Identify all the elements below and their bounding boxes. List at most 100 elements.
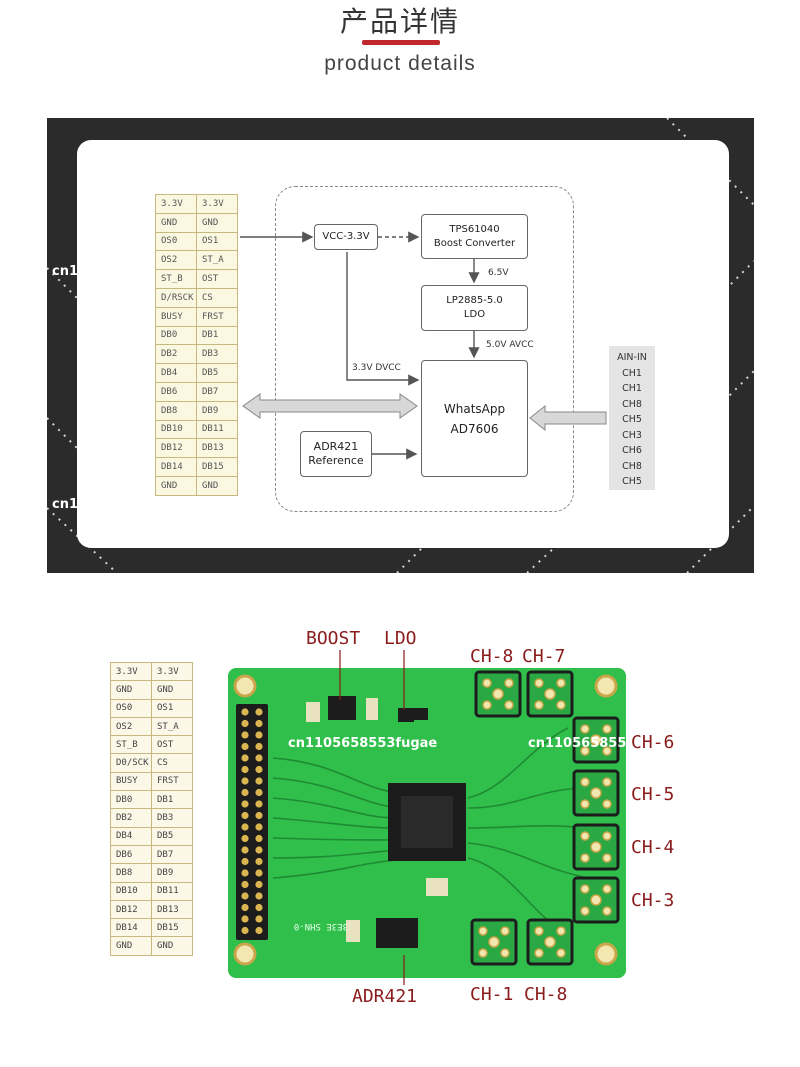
pin-label: GND [110, 936, 152, 956]
pin-label: DB15 [151, 918, 193, 938]
callout-ch5: CH-5 [631, 784, 675, 805]
pin-label: DB7 [196, 381, 238, 402]
ain-header: AIN-IN [617, 352, 647, 363]
callout-ch6: CH-6 [631, 732, 675, 753]
callout-ch3: CH-3 [631, 890, 675, 911]
pcb-board: 3E3E SHN-0 [228, 668, 626, 978]
header-pin [241, 800, 249, 808]
header-pin [241, 731, 249, 739]
watermark-text: cn1105658553fugae [288, 736, 438, 751]
watermark-text: cn1 [52, 497, 79, 512]
header-pin [241, 754, 249, 762]
header-pin [255, 777, 263, 785]
channel-connector [470, 918, 518, 966]
channel-connector [572, 769, 620, 817]
pin-label: DB4 [110, 826, 152, 846]
header-pin [255, 926, 263, 935]
pin-label: DB1 [151, 790, 193, 810]
ain-channel: CH1 [622, 367, 642, 379]
header-pin [241, 915, 249, 923]
header-pin [255, 754, 263, 762]
pin-label: DB10 [110, 881, 152, 901]
header-pin [241, 708, 249, 716]
pin-label: GND [196, 475, 238, 496]
header-pin [255, 811, 263, 820]
ain-channel: CH5 [622, 414, 642, 425]
pin-label: DB12 [110, 899, 152, 920]
pin-label: OS1 [196, 231, 238, 252]
header-pin [241, 719, 249, 728]
ain-channel: CH8 [622, 398, 642, 410]
pin-label: ST_B [110, 735, 152, 755]
pin-label: DB6 [110, 844, 152, 865]
pin-label: DB7 [151, 844, 193, 865]
header-pin [255, 903, 263, 912]
header-pin [255, 742, 263, 751]
channel-connector [526, 670, 574, 718]
header-pin [241, 788, 249, 797]
ain-channel: CH8 [622, 460, 642, 472]
module-boundary [275, 186, 574, 512]
header-pin [241, 880, 249, 889]
header-pin [255, 857, 263, 866]
header-pin [255, 834, 263, 843]
dvcc-label: 3.3V DVCC [352, 363, 401, 373]
ain-channel: CH5 [622, 476, 642, 487]
page-title-chinese: 产品详情 [339, 5, 460, 38]
pcb-artwork: 3E3E SHN-0 [233, 670, 620, 966]
header-pin [241, 834, 249, 843]
ain-channel: CH6 [622, 445, 642, 456]
ref-label-line1: ADR421 [313, 440, 359, 453]
header-pin [255, 708, 263, 716]
pin-label: BUSY [110, 771, 152, 792]
callout-ch8-bottom: CH-8 [524, 984, 568, 1005]
tps-label-line1: TPS61040 [449, 223, 500, 235]
watermark-text: cn1105658553 [528, 736, 636, 751]
analog-input-list: AIN-IN CH1 CH1 CH8 CH5 CH3 CH6 CH8 CH5 [609, 346, 655, 490]
ref-label-line2: Reference [308, 454, 364, 467]
ldo-label-line1: LP2885-5.0 [446, 295, 503, 306]
avcc-label: 5.0V AVCC [486, 340, 534, 350]
pin-label: GND [110, 680, 152, 700]
callout-adr421: ADR421 [352, 986, 418, 1007]
header-pin [241, 811, 249, 820]
header-pin [255, 731, 263, 739]
pin-label: D0/SCK [110, 753, 152, 773]
pin-label: DB3 [151, 808, 193, 828]
pin-label: GND [151, 680, 193, 700]
header-pin [241, 742, 249, 751]
vcc-label: VCC-3.3V [322, 231, 370, 242]
pin-label: 3.3V [110, 661, 152, 682]
callout-ldo: LDO [384, 628, 417, 649]
title-accent-bar [362, 40, 440, 45]
callout-boost: BOOST [306, 628, 361, 649]
header-pin [241, 823, 249, 831]
header-pin [255, 719, 263, 728]
callout-ch1: CH-1 [470, 984, 514, 1005]
header-pin [255, 800, 263, 808]
channel-connector [474, 670, 522, 718]
channel-connector [526, 918, 574, 966]
boost-converter-block: TPS61040 Boost Converter [421, 214, 528, 259]
pin-label: ST_A [151, 716, 193, 737]
header-pin [255, 823, 263, 831]
adc-label-line2: AD7606 [450, 421, 499, 436]
header-pin [241, 777, 249, 785]
header-pin [241, 869, 249, 877]
header-pin [255, 880, 263, 889]
header-pin [255, 892, 263, 900]
silk-text: 3E3E SHN-0 [294, 921, 348, 931]
